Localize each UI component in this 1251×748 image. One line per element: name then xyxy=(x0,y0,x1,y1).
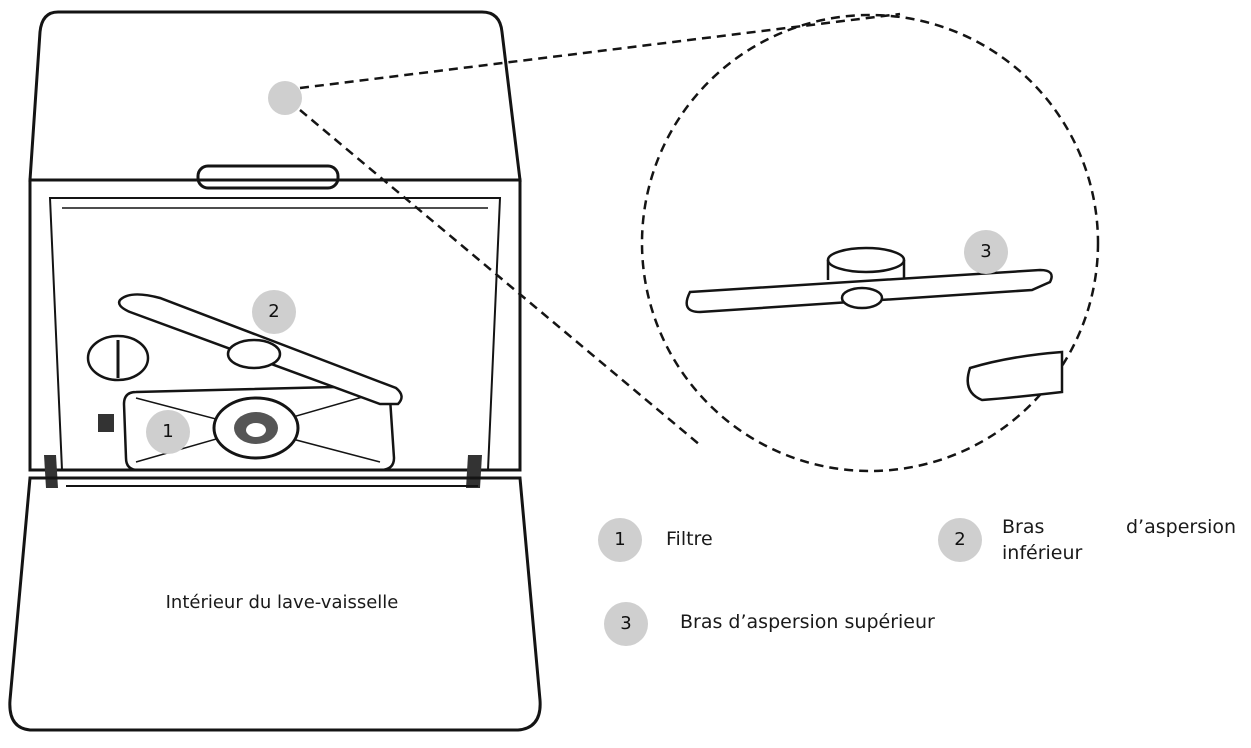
legend-text-2a: Bras xyxy=(1002,516,1045,538)
legend-text-3: Bras d’aspersion supérieur xyxy=(680,611,935,633)
filter-basket-hole xyxy=(246,423,266,437)
zoom-guide-line xyxy=(299,12,901,90)
upper-spray-arm-nozzle xyxy=(840,286,884,310)
legend-badge-3: 3 xyxy=(604,602,648,646)
legend-text-1: Filtre xyxy=(666,528,713,550)
rinse-aid-cap xyxy=(98,414,114,432)
left-hinge xyxy=(44,455,58,488)
door-label: Intérieur du lave-vaisselle xyxy=(165,592,399,613)
right-hinge xyxy=(466,455,482,488)
upper-spray-arm-hub-top xyxy=(826,246,906,274)
dishwasher-cavity-inner xyxy=(48,197,502,471)
zoom-source-marker xyxy=(268,81,302,115)
callout-badge-2: 2 xyxy=(252,290,296,334)
legend-badge-1: 1 xyxy=(598,518,642,562)
legend-text-2b: d’aspersion xyxy=(1126,516,1237,538)
upper-rack-fragment xyxy=(966,350,1064,402)
callout-badge-3: 3 xyxy=(964,230,1008,274)
upper-spray-arm-hub xyxy=(826,260,906,280)
dishwasher-door xyxy=(8,476,542,732)
callout-badge-1: 1 xyxy=(146,410,190,454)
zoom-guide-line xyxy=(299,109,701,446)
dishwasher-handle xyxy=(196,164,340,190)
dishwasher-cavity-frame xyxy=(28,178,522,472)
legend-text-2c: inférieur xyxy=(1002,542,1083,564)
lower-spray-arm-hub xyxy=(226,338,282,370)
zoom-circle xyxy=(640,13,1100,473)
legend-badge-2: 2 xyxy=(938,518,982,562)
